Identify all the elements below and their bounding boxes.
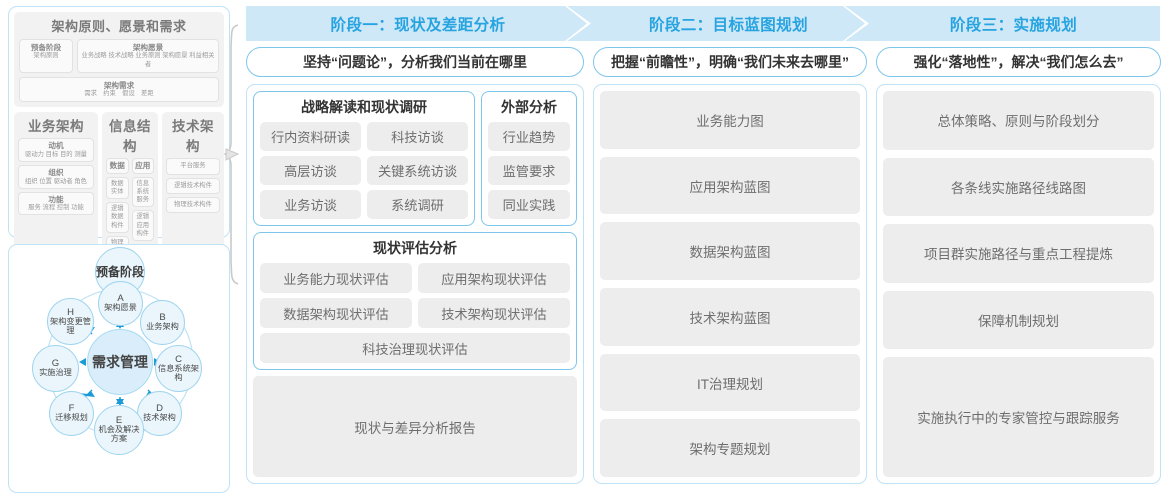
- group-current-state-assessment-title: 现状评估分析: [373, 240, 457, 256]
- info-data-column: 数据 数据实体 逻辑数据构件 物理数据构件: [106, 158, 129, 277]
- brace-connector: [224, 24, 240, 285]
- deliverable-chip[interactable]: 应用架构蓝图: [600, 156, 860, 215]
- group-strategy-research: 战略解读和现状调研 行内资料研读 科技访谈 高层访谈 关键系统访谈 业务访谈 系: [253, 91, 475, 226]
- task-chip[interactable]: 应用架构现状评估: [418, 263, 570, 293]
- output-chip[interactable]: 现状与差异分析报告: [253, 376, 577, 477]
- pillar-cell: 逻辑技术构件: [166, 177, 220, 194]
- phase-columns: 战略解读和现状调研 行内资料研读 科技访谈 高层访谈 关键系统访谈 业务访谈 系: [246, 84, 1161, 484]
- pillar-technology-title: 技术架构: [172, 119, 214, 155]
- pillar-cell: 动机 驱动力 目标 目的 测量: [18, 138, 94, 163]
- chevron-right-icon: [565, 6, 591, 41]
- phase-header-2-label: 阶段二：目标蓝图规划: [648, 16, 808, 34]
- pillar-information-title: 信息结构: [109, 119, 151, 155]
- pillar-business-title: 业务架构: [28, 119, 84, 135]
- task-chip[interactable]: 数据架构现状评估: [260, 298, 412, 328]
- phase-2-column: 业务能力图 应用架构蓝图 数据架构蓝图 技术架构蓝图 IT治理规划 架构专题规划: [593, 84, 867, 484]
- task-chip[interactable]: 技术架构现状评估: [418, 298, 570, 328]
- left-reference-column: 架构原则、愿景和需求 预备阶段 架构原则 架构愿景 业务战略 技术战略 业务原则…: [8, 6, 230, 493]
- architecture-pillars: 业务架构 动机 驱动力 目标 目的 测量 组织 组织 位置 驱动者 角色 功能 …: [14, 112, 224, 282]
- adm-center-label: 需求管理: [92, 353, 148, 370]
- adm-node-d[interactable]: D 技术架构: [137, 391, 182, 436]
- pillar-cell: 组织 组织 位置 驱动者 角色: [18, 165, 94, 189]
- pillar-cell: 逻辑数据构件: [106, 202, 129, 233]
- principles-block: 架构原则、愿景和需求 预备阶段 架构原则 架构愿景 业务战略 技术战略 业务原则…: [14, 12, 224, 108]
- group-external-analysis-title: 外部分析: [501, 99, 557, 115]
- pillar-cell: 物理技术构件: [166, 196, 220, 213]
- phase-1-output: 现状与差异分析报告: [253, 376, 577, 477]
- pillar-cell: 数据: [106, 158, 129, 174]
- arch-requirements-head: 架构需求: [103, 80, 135, 90]
- phase-subtitle-2[interactable]: 把握“前瞻性”，明确“我们未来去哪里”: [593, 47, 867, 77]
- adm-node-h[interactable]: H 架构变更管理: [47, 298, 94, 345]
- adm-node-g[interactable]: G 实施治理: [32, 345, 79, 392]
- adm-node-preliminary-label: 预备阶段: [96, 264, 145, 279]
- deliverable-chip[interactable]: 项目群实施路径与重点工程提炼: [883, 224, 1154, 283]
- task-chip[interactable]: 高层访谈: [260, 156, 361, 185]
- phase-subtitle-1-label: 坚持“问题论”，分析我们当前在哪里: [303, 54, 527, 70]
- arch-vision-cell: 架构愿景 业务战略 技术战略 业务原则 架构愿景 利益相关者: [77, 39, 219, 73]
- arch-requirements-sub: 需求 约束 假设 差距: [84, 90, 154, 98]
- task-chip[interactable]: 关键系统访谈: [367, 156, 468, 185]
- deliverable-chip[interactable]: 业务能力图: [600, 91, 860, 149]
- task-chip[interactable]: 业务能力现状评估: [260, 263, 412, 293]
- deliverable-chip[interactable]: 保障机制规划: [883, 290, 1154, 350]
- deliverable-chip[interactable]: 实施执行中的专家管控与跟踪服务: [883, 357, 1154, 478]
- task-chip[interactable]: 科技访谈: [367, 122, 468, 151]
- task-chip[interactable]: 同业实践: [488, 190, 570, 219]
- task-chip[interactable]: 监管要求: [488, 156, 570, 185]
- pillar-cell: 逻辑应用构件: [131, 210, 154, 241]
- phase-roadmap: 阶段一：现状及差距分析 阶段二：目标蓝图规划 阶段三：实施规划 坚持“问题论”，…: [246, 6, 1161, 493]
- phase-header-1[interactable]: 阶段一：现状及差距分析: [246, 6, 616, 41]
- task-chip[interactable]: 行内资料研读: [260, 122, 361, 151]
- togaf-content-framework: 架构原则、愿景和需求 预备阶段 架构原则 架构愿景 业务战略 技术战略 业务原则…: [8, 6, 230, 330]
- arch-requirements-cell: 架构需求 需求 约束 假设 差距: [19, 76, 219, 103]
- pillar-business-architecture: 业务架构 动机 驱动力 目标 目的 测量 组织 组织 位置 驱动者 角色 功能 …: [14, 112, 98, 282]
- deliverable-chip[interactable]: 技术架构蓝图: [600, 288, 860, 346]
- phase-header-3-label: 阶段三：实施规划: [949, 16, 1078, 34]
- task-chip[interactable]: 科技治理现状评估: [260, 333, 570, 363]
- phase-subtitle-3-label: 强化“落地性”，解决“我们怎么去”: [913, 54, 1124, 70]
- pillar-cell: 数据实体: [106, 176, 129, 200]
- task-chip[interactable]: 业务访谈: [260, 190, 361, 219]
- deliverable-chip[interactable]: 数据架构蓝图: [600, 222, 860, 281]
- adm-node-requirements-management[interactable]: 需求管理: [87, 329, 153, 395]
- phase-header-2[interactable]: 阶段二：目标蓝图规划: [589, 6, 894, 41]
- phase-3-column: 总体策略、原则与阶段划分 各条线实施路径线路图 项目群实施路径与重点工程提炼 保…: [876, 84, 1161, 484]
- deliverable-chip[interactable]: 总体策略、原则与阶段划分: [883, 91, 1154, 150]
- deliverable-chip[interactable]: IT治理规划: [600, 353, 860, 412]
- phase-subtitle-2-label: 把握“前瞻性”，明确“我们未来去哪里”: [611, 54, 849, 70]
- togaf-adm-cycle-diagram: 预备阶段 需求管理 A 架构愿景 B 业务架构 C 信息系统架构 D 技术架构 …: [8, 244, 230, 493]
- adm-node-b[interactable]: B 业务架构: [140, 300, 185, 345]
- pillar-cell: 功能 服务 流程 控制 功能: [18, 191, 94, 216]
- prep-stage-head: 预备阶段: [30, 43, 62, 52]
- pillar-cell: 应用: [131, 158, 154, 174]
- deliverable-chip[interactable]: 各条线实施路径线路图: [883, 157, 1154, 217]
- group-current-state-assessment: 现状评估分析 业务能力现状评估 应用架构现状评估 数据架构现状评估 技术架构现状…: [253, 232, 577, 370]
- pillar-cell: 平台服务: [166, 158, 220, 175]
- chevron-right-icon: [843, 6, 869, 41]
- deliverable-chip[interactable]: 架构专题规划: [600, 419, 860, 478]
- arch-vision-head: 架构愿景: [132, 43, 164, 52]
- phase-header-banner: 阶段一：现状及差距分析 阶段二：目标蓝图规划 阶段三：实施规划: [246, 6, 1161, 41]
- task-chip[interactable]: 系统调研: [367, 190, 468, 219]
- group-external-analysis: 外部分析 行业趋势 监管要求 同业实践: [481, 91, 577, 226]
- prep-stage-sub: 架构原则: [33, 52, 59, 60]
- phase-subtitle-1[interactable]: 坚持“问题论”，分析我们当前在哪里: [246, 47, 584, 77]
- pillar-cell: 信息系统服务: [131, 176, 154, 208]
- adm-node-a[interactable]: A 架构愿景: [98, 281, 143, 326]
- principles-block-title: 架构原则、愿景和需求: [51, 19, 187, 34]
- phase-subtitle-3[interactable]: 强化“落地性”，解决“我们怎么去”: [876, 47, 1161, 77]
- phase-1-column: 战略解读和现状调研 行内资料研读 科技访谈 高层访谈 关键系统访谈 业务访谈 系: [246, 84, 584, 484]
- prep-stage-cell: 预备阶段 架构原则: [19, 39, 73, 73]
- adm-node-c[interactable]: C 信息系统架构: [155, 345, 202, 392]
- adm-node-e[interactable]: E 机会及解决方案: [94, 405, 144, 455]
- phase-subtitle-row: 坚持“问题论”，分析我们当前在哪里 把握“前瞻性”，明确“我们未来去哪里” 强化…: [246, 47, 1161, 77]
- group-strategy-research-title: 战略解读和现状调研: [301, 99, 427, 115]
- phase-1-top-groups: 战略解读和现状调研 行内资料研读 科技访谈 高层访谈 关键系统访谈 业务访谈 系: [253, 91, 577, 226]
- adm-node-f[interactable]: F 迁移规划: [49, 391, 94, 436]
- task-chip[interactable]: 行业趋势: [488, 122, 570, 151]
- phase-header-3[interactable]: 阶段三：实施规划: [867, 6, 1160, 41]
- arch-vision-sub: 业务战略 技术战略 业务原则 架构愿景 利益相关者: [81, 52, 215, 68]
- phase-header-1-label: 阶段一：现状及差距分析: [330, 16, 506, 34]
